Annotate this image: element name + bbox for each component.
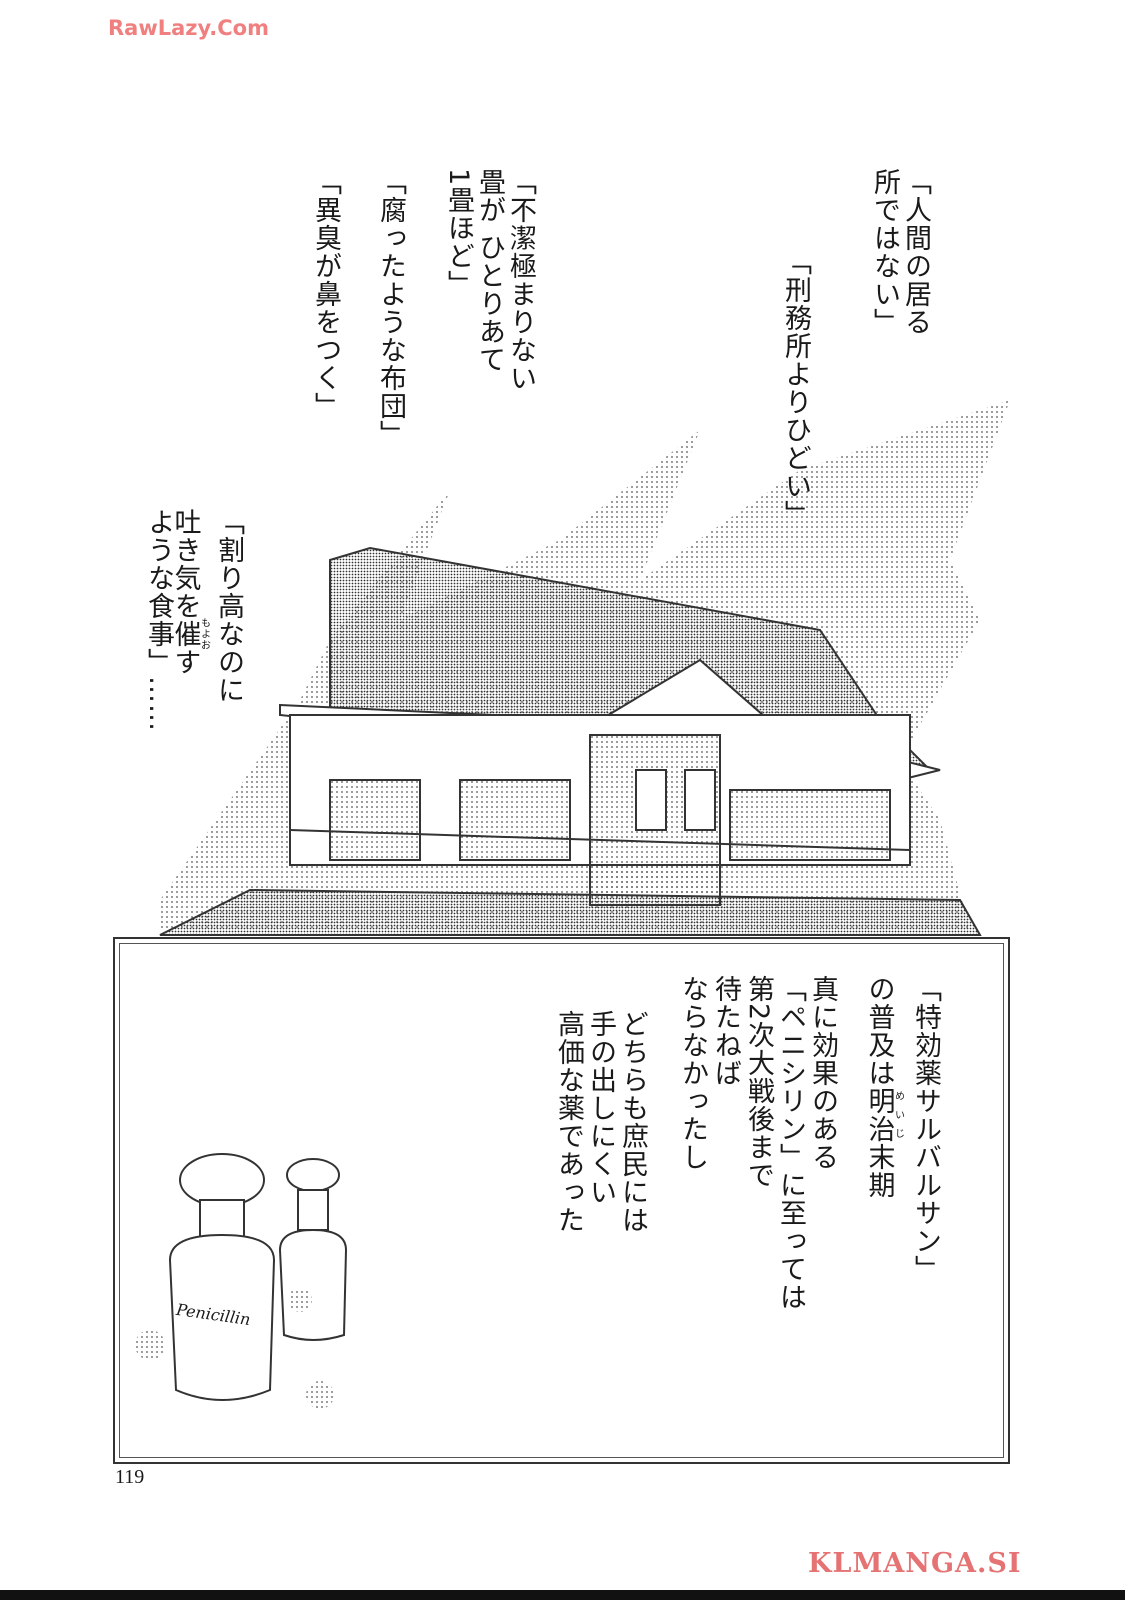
panel-frame xyxy=(113,937,1010,1464)
house-body xyxy=(159,714,982,936)
panel-line: の普及は明治めいじ末期 xyxy=(864,975,904,1199)
text: 末期 xyxy=(863,1143,895,1199)
watermark-bottom: KLMANGA.SI xyxy=(808,1548,1022,1579)
panel-line: ならなかったし xyxy=(677,975,708,1171)
text: 吐き気を xyxy=(169,508,201,620)
medicine-bottles xyxy=(135,1153,348,1409)
ruby-base: 催 xyxy=(169,617,201,651)
panel-line: 第2次大戦後まで xyxy=(743,975,774,1190)
ruby-text: もよお xyxy=(198,617,210,651)
ruby-base: 明治 xyxy=(863,1087,895,1143)
panel-line: 真に効果のある xyxy=(807,975,838,1171)
watermark-top: RawLazy.Com xyxy=(108,16,269,40)
caption-line: 「不潔極まりない xyxy=(505,168,536,392)
panel-line: 手の出しにくい xyxy=(585,1010,616,1206)
text: の普及は xyxy=(863,975,895,1087)
panel-line: 「ペニシリン」に至っては xyxy=(775,975,806,1311)
page-number: 119 xyxy=(115,1466,145,1488)
caption-line: 「腐ったような布団」 xyxy=(375,168,406,448)
caption-line: 「割り高なのに xyxy=(213,508,244,704)
panel-line: 高価な薬であった xyxy=(553,1010,584,1234)
caption-line: 吐き気を催もよおす xyxy=(170,508,210,676)
bottom-border xyxy=(0,1590,1125,1600)
caption-line: 「人間の居る xyxy=(900,168,931,336)
ruby-text: めいじ xyxy=(892,1087,904,1143)
caption-line: 「刑務所よりひどい」 xyxy=(780,248,811,528)
panel-line: 「特効薬サルバルサン」 xyxy=(910,975,941,1283)
caption-line: ような食事」…… xyxy=(143,508,174,732)
caption-line: 畳が ひとりあて xyxy=(474,168,505,374)
caption-line: 1畳ほど」 xyxy=(443,168,474,299)
text: す xyxy=(169,648,201,676)
caption-line: 「異臭が鼻をつく」 xyxy=(310,168,341,420)
panel-line: 待たねば xyxy=(710,975,741,1087)
caption-line: 所ではない」 xyxy=(869,168,900,336)
panel-line: どちらも庶民には xyxy=(617,1010,648,1234)
